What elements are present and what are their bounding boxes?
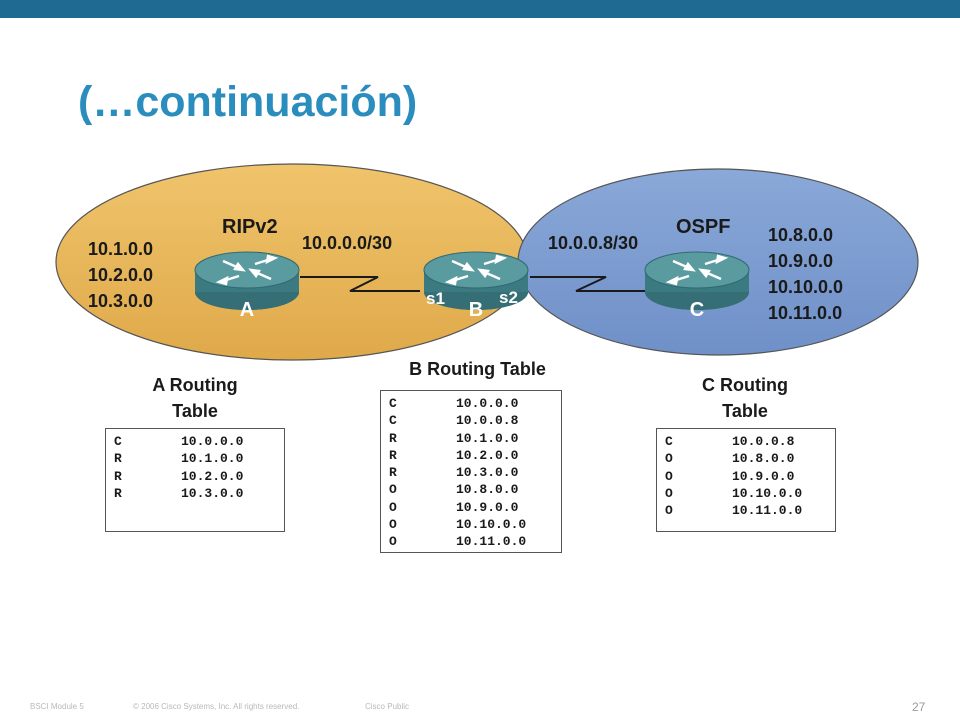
c-routing-table-title: C Routing Table <box>702 375 788 421</box>
serial-link-a-b <box>300 276 420 292</box>
ospf-network: 10.8.0.0 <box>768 225 834 245</box>
link-b-c-subnet: 10.0.0.8/30 <box>548 233 639 253</box>
ripv2-network: 10.1.0.0 <box>88 239 154 259</box>
ospf-network: 10.10.0.0 <box>768 277 844 297</box>
slide-title: (…continuación) <box>78 78 418 126</box>
footer-module: BSCI Module 5 <box>30 702 84 711</box>
serial-link-b-c <box>530 276 645 292</box>
ospf-network: 10.11.0.0 <box>768 303 843 323</box>
a-routing-table-title: A Routing Table <box>152 375 238 421</box>
router-b-interface-s1: s1 <box>426 289 445 308</box>
page-number: 27 <box>912 700 926 714</box>
router-b-interface-s2: s2 <box>499 288 518 307</box>
ospf-network: 10.9.0.0 <box>768 251 834 271</box>
b-routing-table-title: B Routing Table <box>409 359 546 379</box>
ripv2-label: RIPv2 <box>222 216 278 238</box>
router-a-label: A <box>239 299 255 321</box>
top-banner <box>0 0 960 18</box>
ospf-label: OSPF <box>676 216 731 238</box>
ripv2-network-list: 10.1.0.0 10.2.0.0 10.3.0.0 <box>88 236 153 314</box>
link-a-b-subnet: 10.0.0.0/30 <box>302 233 393 253</box>
ripv2-network: 10.3.0.0 <box>88 291 154 311</box>
footer-classification: Cisco Public <box>365 702 410 711</box>
router-b-label: B <box>468 299 484 321</box>
ripv2-network: 10.2.0.0 <box>88 265 154 285</box>
footer-copyright: © 2006 Cisco Systems, Inc. All rights re… <box>133 702 300 711</box>
router-c-label: C <box>689 299 705 321</box>
ospf-network-list: 10.8.0.0 10.9.0.0 10.10.0.0 10.11.0.0 <box>768 222 843 326</box>
